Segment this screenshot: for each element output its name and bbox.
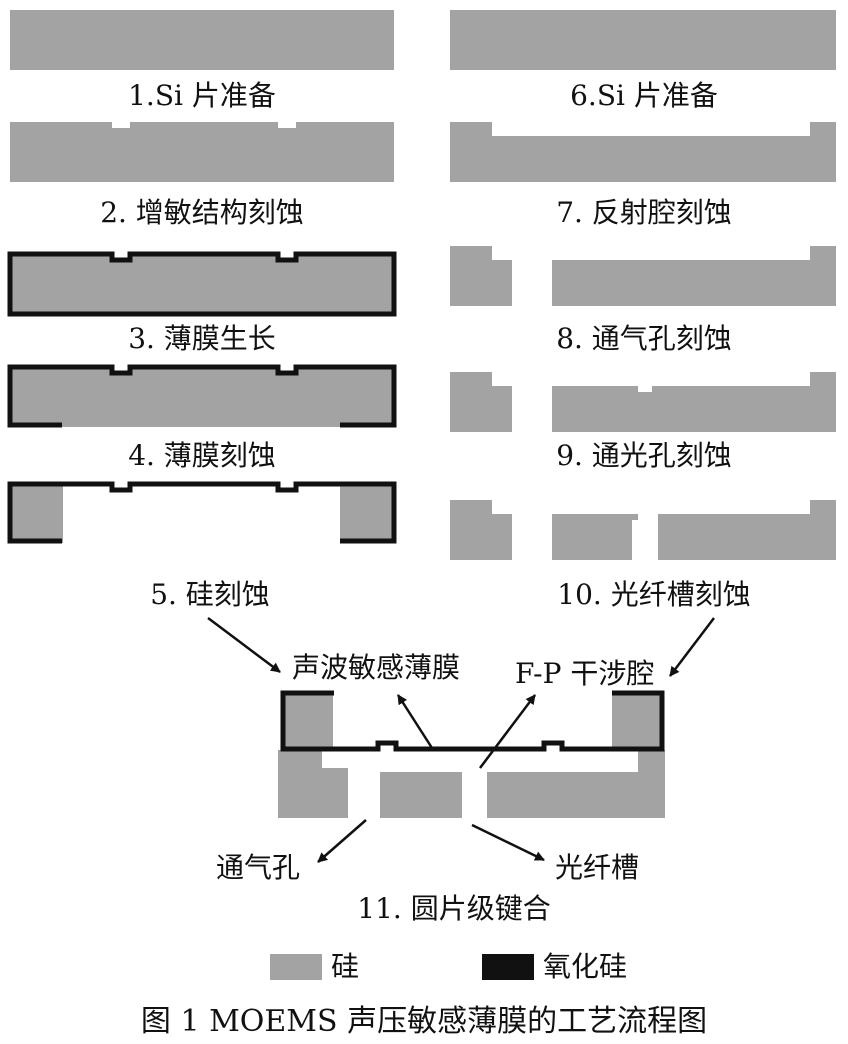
step1-label: 1.Si 片准备 (128, 79, 276, 112)
step9-wafer (450, 372, 836, 432)
step7-label: 7. 反射腔刻蚀 (556, 196, 732, 229)
step10-label: 10. 光纤槽刻蚀 (557, 578, 751, 611)
annotation-arrows (207, 617, 715, 863)
step10-wafer (450, 500, 836, 560)
arrow-step5-to-assembly (207, 617, 281, 673)
step5-wafer (7, 481, 397, 544)
step7-wafer (450, 122, 836, 182)
figure-caption: 图 1 MOEMS 声压敏感薄膜的工艺流程图 (140, 1004, 708, 1039)
step4-label: 4. 薄膜刻蚀 (128, 439, 276, 472)
fiber-groove-label: 光纤槽 (555, 851, 640, 884)
step5-label: 5. 硅刻蚀 (150, 578, 270, 611)
arrow-membrane (396, 694, 434, 749)
arrow-cavity (479, 694, 536, 769)
vent-label: 通气孔 (216, 851, 301, 884)
step3-label: 3. 薄膜生长 (128, 322, 276, 355)
legend-silicon-swatch (270, 954, 322, 980)
step8-label: 8. 通气孔刻蚀 (556, 322, 732, 355)
step1-wafer (10, 10, 394, 70)
legend-silicon-label: 硅 (331, 950, 360, 983)
step11-label: 11. 圆片级键合 (357, 892, 551, 925)
step4-wafer (7, 364, 397, 428)
step3-wafer (7, 251, 397, 317)
step6-label: 6.Si 片准备 (570, 79, 718, 112)
step6-wafer (450, 10, 836, 70)
cavity-label: F-P 干涉腔 (515, 657, 655, 690)
arrow-step10-to-assembly (669, 617, 715, 677)
arrow-vent (317, 819, 367, 863)
arrow-fiber-groove (471, 823, 545, 862)
legend-oxide-swatch (482, 954, 534, 980)
step9-label: 9. 通光孔刻蚀 (556, 439, 732, 472)
step11-assembly (278, 690, 665, 818)
legend-oxide-label: 氧化硅 (543, 950, 628, 983)
membrane-label: 声波敏感薄膜 (292, 651, 461, 684)
step2-wafer (10, 122, 394, 182)
step2-label: 2. 增敏结构刻蚀 (100, 196, 304, 229)
step8-wafer (450, 246, 836, 306)
